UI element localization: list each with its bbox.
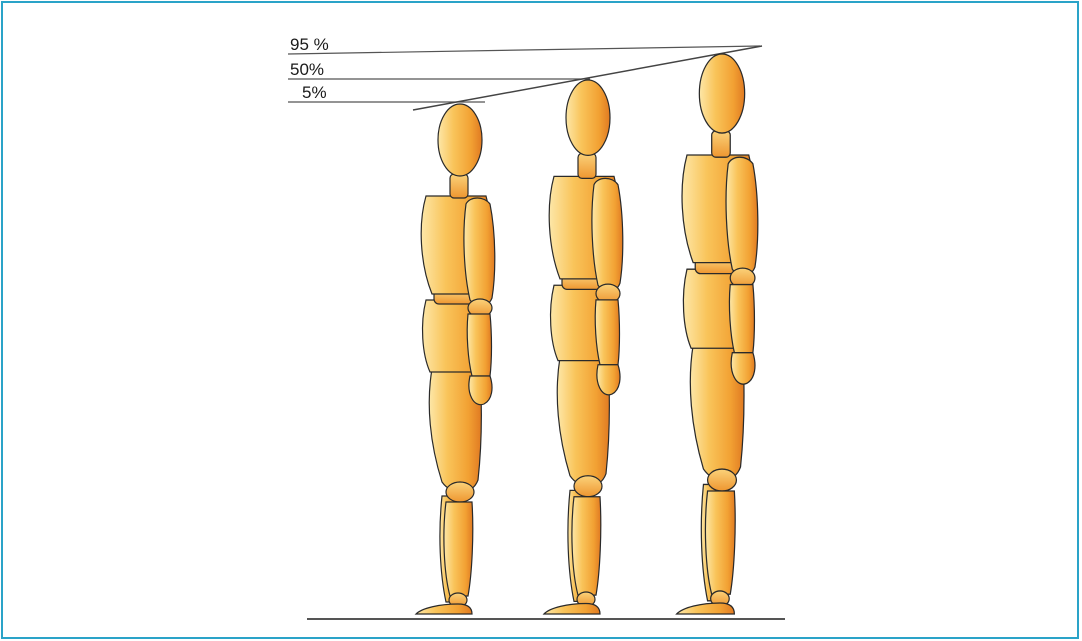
mannequin-5-percent [416, 104, 495, 614]
label-5-percent: 5% [302, 83, 327, 102]
mannequin-95-percent [677, 54, 758, 614]
label-95-percent: 95 % [290, 35, 329, 54]
label-50-percent: 50% [290, 60, 324, 79]
mannequin-50-percent [544, 80, 623, 614]
guide-line-95 [288, 46, 760, 54]
